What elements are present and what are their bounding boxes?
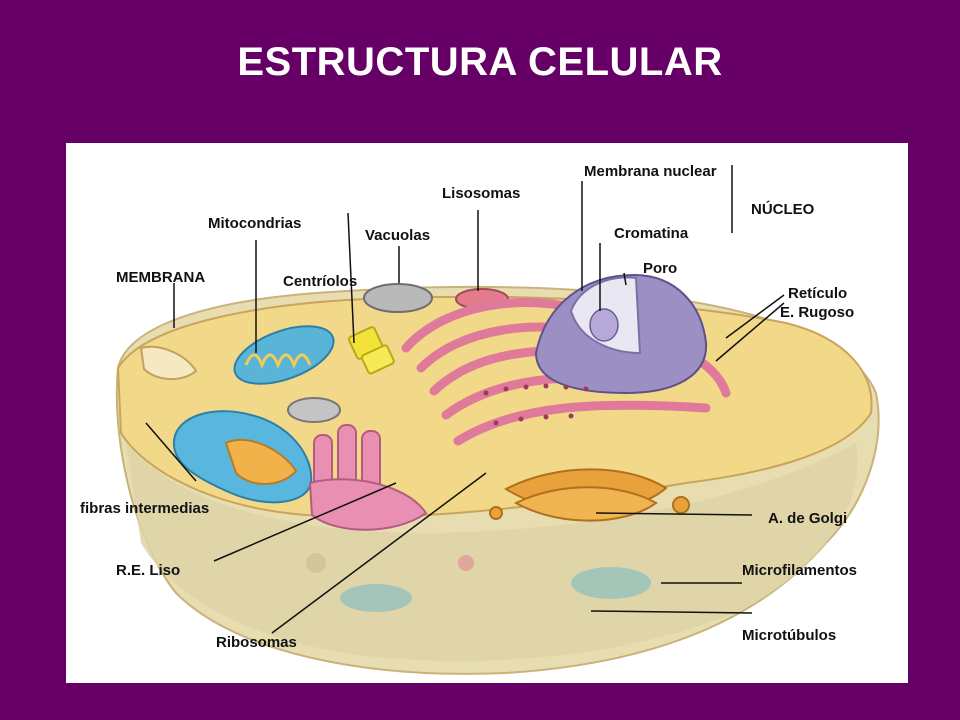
label-e-rugoso: E. Rugoso (780, 304, 855, 321)
mitochondrion-cut-inner (224, 438, 298, 485)
label-lisosomas: Lisosomas (442, 185, 521, 202)
vacuole-small (287, 397, 341, 423)
label-nucleo: NÚCLEO (751, 201, 815, 218)
label-ribosomas: Ribosomas (216, 634, 297, 651)
ribosome-dots (483, 383, 589, 426)
cell-illustration (115, 165, 880, 675)
vacuole (363, 283, 433, 313)
chromatin (589, 308, 619, 342)
label-mitocondrias: Mitocondrias (208, 215, 302, 232)
label-poro: Poro (643, 260, 678, 277)
slide-title: ESTRUCTURA CELULAR (237, 40, 723, 84)
label-vacuolas: Vacuolas (365, 227, 431, 244)
cell-diagram-panel: Membrana nuclear NÚCLEO Lisosomas Mitoco… (66, 143, 908, 683)
leader-lines (145, 165, 785, 634)
label-microfilamentos: Microfilamentos (742, 562, 858, 579)
cytoplasm-vesicles (306, 553, 651, 612)
label-reticulo: Retículo (788, 285, 848, 302)
label-centriolos: Centríolos (283, 273, 358, 290)
label-re-liso: R.E. Liso (116, 562, 181, 579)
smooth-er (308, 424, 428, 531)
label-microtubulos: Microtúbulos (742, 627, 837, 644)
label-cromatina: Cromatina (614, 225, 689, 242)
label-membrana: MEMBRANA (116, 269, 206, 286)
mitochondrion-cristae (244, 353, 312, 370)
membrane-fold (139, 345, 198, 380)
golgi-apparatus (489, 468, 690, 522)
label-membrana-nuclear: Membrana nuclear (584, 163, 717, 180)
label-golgi: A. de Golgi (768, 510, 848, 527)
label-fibras-intermedias: fibras intermedias (80, 500, 210, 517)
cell-cut-face (126, 443, 858, 661)
centriole (347, 326, 395, 375)
